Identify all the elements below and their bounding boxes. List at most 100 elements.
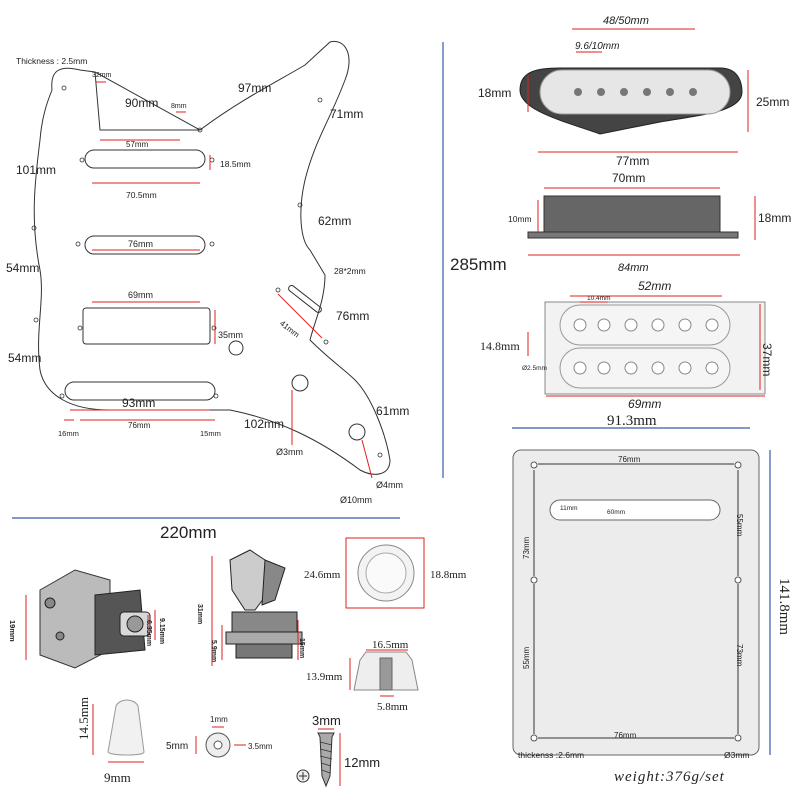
- dim-6-35: 6.35mm: [145, 620, 152, 646]
- humbucker-poles: [573, 318, 719, 375]
- dim-57: 57mm: [126, 140, 149, 149]
- dim-16-5: 16.5mm: [372, 639, 409, 651]
- jack-front-thread: [231, 611, 298, 633]
- dim-41: 41mm: [278, 319, 301, 340]
- pickup-cutout-bridge: [64, 381, 216, 401]
- dim-101: 101mm: [16, 163, 56, 177]
- dim-93: 93mm: [122, 396, 155, 410]
- dim-18: 18mm: [478, 86, 511, 100]
- back-plate: 91.3mm 76mm 11mm 60mm 55mm 73mm 73mm 55m…: [512, 413, 792, 785]
- output-jack-front: 31mm 5.9mm 15mm: [196, 549, 305, 666]
- dim-5-9: 5.9mm: [210, 640, 217, 662]
- dim-15-jack: 15mm: [298, 638, 305, 658]
- single-coil-side-base: [527, 231, 739, 239]
- dim-18-5: 18.5mm: [220, 159, 251, 169]
- single-coil-cover: [539, 69, 731, 115]
- dim-d10: Ø10mm: [340, 495, 372, 505]
- dim-9-15: 9.15mm: [158, 618, 165, 644]
- dim-76-switch: 76mm: [336, 309, 369, 323]
- dim-77: 77mm: [616, 154, 649, 168]
- dim-13-9: 13.9mm: [306, 671, 343, 683]
- humbucker-coil-bottom: [559, 347, 731, 389]
- dim-9-tip: 9mm: [104, 770, 131, 785]
- screw-shape: [317, 732, 335, 788]
- dim-73-left: 73mm: [522, 536, 531, 559]
- dim-61: 61mm: [376, 404, 409, 418]
- dim-84: 84mm: [618, 262, 649, 274]
- pot-hole-2: [348, 423, 366, 441]
- pot-hole-1: [291, 374, 309, 392]
- dim-97: 97mm: [238, 81, 271, 95]
- pole-pieces: [574, 88, 697, 96]
- dim-5-8: 5.8mm: [377, 701, 408, 713]
- dim-91-3: 91.3mm: [607, 413, 657, 429]
- back-plate-body: [512, 449, 760, 756]
- knob: 24.6mm 18.8mm 16.5mm 13.9mm 5.8mm: [304, 537, 467, 713]
- dim-d3-plate: Ø3mm: [724, 750, 750, 760]
- jack-front-nut: [225, 631, 303, 645]
- dim-10-4: 10.4mm: [587, 295, 610, 302]
- dim-1: 1mm: [210, 715, 228, 724]
- dim-60: 60mm: [607, 509, 625, 516]
- dim-d4: Ø4mm: [376, 480, 403, 490]
- dim-31: 31mm: [196, 604, 203, 624]
- dim-48-50: 48/50mm: [603, 15, 649, 27]
- humbucker-coil-top: [559, 304, 731, 346]
- dim-12: 12mm: [344, 755, 380, 770]
- dim-14-8: 14.8mm: [480, 339, 520, 353]
- washer: 1mm 5mm 3.5mm: [166, 715, 273, 758]
- dim-19: 19mm: [8, 620, 17, 642]
- dim-8: 8mm: [171, 103, 187, 110]
- dim-24-6: 24.6mm: [304, 569, 341, 581]
- dim-35: 35mm: [218, 330, 243, 340]
- dim-90: 90mm: [125, 96, 158, 110]
- dim-15: 15mm: [200, 429, 221, 438]
- dim-70: 70mm: [612, 171, 645, 185]
- knob-dim-box: [345, 537, 425, 609]
- pot-hole-small: [228, 340, 244, 356]
- dim-5-washer: 5mm: [166, 741, 188, 752]
- dim-54-bottom: 54mm: [8, 351, 41, 365]
- dim-71: 71mm: [330, 107, 363, 121]
- dim-14-5: 14.5mm: [76, 697, 91, 740]
- switch-slot: [288, 285, 322, 313]
- dim-3-5: 3.5mm: [248, 742, 273, 751]
- dim-76-bridge: 76mm: [128, 421, 151, 430]
- pickup-cutout-humbucker: [82, 307, 211, 345]
- thickness-label: Thickness : 2.5mm: [16, 56, 87, 66]
- dim-55-right: 55mm: [735, 514, 744, 537]
- dim-d2-5: Ø2.5mm: [522, 365, 547, 372]
- dim-285: 285mm: [450, 255, 507, 274]
- dim-18-side: 18mm: [758, 211, 791, 225]
- dim-69: 69mm: [128, 290, 153, 300]
- pickguard-dimension-lines: [64, 81, 373, 479]
- back-plate-slot: [549, 499, 721, 521]
- dim-9-6: 9.6/10mm: [575, 41, 619, 52]
- pickguard: Thickness : 2.5mm 32mm 90mm 8mm 97mm 71m…: [6, 40, 507, 542]
- dim-28x2: 28*2mm: [334, 266, 366, 276]
- dim-76-bottom: 76mm: [614, 731, 637, 740]
- dim-76-top: 76mm: [618, 455, 641, 464]
- dim-55-left: 55mm: [522, 646, 531, 669]
- dim-37: 37mm: [760, 343, 774, 376]
- dim-102: 102mm: [244, 417, 284, 431]
- dim-70-5: 70.5mm: [126, 190, 157, 200]
- dim-69-hb: 69mm: [628, 397, 661, 411]
- screw: 3mm 12mm: [296, 713, 380, 788]
- back-plate-screw-holes: [530, 461, 742, 742]
- dim-32: 32mm: [92, 72, 112, 79]
- pickup-cutout-neck: [84, 149, 206, 169]
- dim-25: 25mm: [756, 95, 789, 109]
- dim-d3: Ø3mm: [276, 447, 303, 457]
- dim-220: 220mm: [160, 523, 217, 542]
- weight-label: weight:376g/set: [614, 769, 725, 785]
- dim-73-right: 73mm: [735, 644, 744, 667]
- dim-62: 62mm: [318, 214, 351, 228]
- dim-18-8: 18.8mm: [430, 569, 467, 581]
- neck-pocket-line: [94, 71, 200, 131]
- dim-3-screw: 3mm: [312, 713, 341, 728]
- output-jack-angled: 19mm 9.15mm 6.35mm: [8, 569, 165, 669]
- pickup-cutout-middle: [84, 235, 206, 255]
- dim-10-side: 10mm: [508, 214, 532, 224]
